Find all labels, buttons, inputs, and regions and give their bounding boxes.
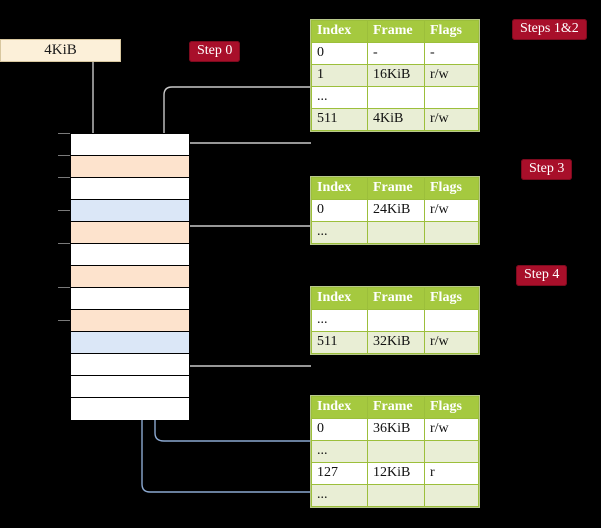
cell-index: 0: [311, 42, 368, 65]
memory-frame-row: [71, 244, 189, 266]
step-badge-step12: Steps 1&2: [512, 19, 587, 40]
cell-frame: 24KiB: [367, 199, 425, 222]
memory-frame-row: [71, 332, 189, 354]
column-header-flags: Flags: [424, 177, 479, 200]
memory-frame-row: [71, 376, 189, 398]
column-header-index: Index: [311, 396, 368, 419]
virtual-address-box: 4KiB: [0, 39, 121, 62]
memory-frame-row: [71, 222, 189, 244]
cell-frame: 16KiB: [367, 64, 425, 87]
memory-tick-mark: [58, 177, 70, 178]
table-row[interactable]: ...: [311, 86, 479, 109]
memory-frame-row: [71, 156, 189, 178]
column-header-flags: Flags: [424, 20, 479, 43]
memory-tick-mark: [58, 287, 70, 288]
cell-frame: [367, 221, 425, 244]
column-header-flags: Flags: [424, 396, 479, 419]
cell-index: ...: [311, 309, 368, 332]
step-badge-step4: Step 4: [516, 265, 568, 286]
table-row[interactable]: ...: [311, 309, 479, 332]
memory-frame-row: [71, 288, 189, 310]
cell-index: ...: [311, 86, 368, 109]
virtual-address-label: 4KiB: [44, 42, 77, 58]
memory-frame-row: [71, 354, 189, 376]
memory-frame-row: [71, 266, 189, 288]
cell-index: 511: [311, 331, 368, 354]
cell-flags: [424, 86, 479, 109]
table-row[interactable]: ...: [311, 221, 479, 244]
cell-flags: [424, 484, 479, 507]
cell-flags: r/w: [424, 418, 479, 441]
cell-index: 127: [311, 462, 368, 485]
table-row[interactable]: 0--: [311, 42, 479, 65]
cell-index: ...: [311, 484, 368, 507]
cell-frame: [367, 309, 425, 332]
memory-frame-row: [71, 398, 189, 420]
cell-frame: -: [367, 42, 425, 65]
column-header-flags: Flags: [424, 287, 479, 310]
cell-flags: [424, 309, 479, 332]
cell-flags: r/w: [424, 331, 479, 354]
cell-index: 0: [311, 199, 368, 222]
cell-index: 1: [311, 64, 368, 87]
cell-flags: r: [424, 462, 479, 485]
cell-frame: 4KiB: [367, 108, 425, 131]
cell-index: 511: [311, 108, 368, 131]
physical-memory-column: [70, 133, 190, 420]
cell-frame: [367, 484, 425, 507]
column-header-frame: Frame: [367, 396, 425, 419]
cell-frame: [367, 86, 425, 109]
cell-flags: r/w: [424, 108, 479, 131]
step-badge-step0: Step 0: [189, 41, 241, 62]
memory-frame-row: [71, 200, 189, 222]
step-badge-step3: Step 3: [521, 159, 573, 180]
memory-frame-row: [71, 310, 189, 332]
table-row[interactable]: ...: [311, 440, 479, 463]
memory-tick-mark: [58, 155, 70, 156]
cell-index: ...: [311, 440, 368, 463]
column-header-index: Index: [311, 287, 368, 310]
column-header-index: Index: [311, 177, 368, 200]
table-row[interactable]: ...: [311, 484, 479, 507]
wire-step3-l2row0-to-memory: [176, 225, 311, 264]
memory-tick-mark: [58, 320, 70, 321]
cell-index: ...: [311, 221, 368, 244]
cell-flags: r/w: [424, 199, 479, 222]
column-header-index: Index: [311, 20, 368, 43]
column-header-frame: Frame: [367, 20, 425, 43]
memory-frame-row: [71, 178, 189, 200]
cell-index: 0: [311, 418, 368, 441]
cell-flags: r/w: [424, 64, 479, 87]
memory-tick-mark: [58, 133, 70, 134]
memory-tick-mark: [58, 210, 70, 211]
column-header-frame: Frame: [367, 287, 425, 310]
memory-frame-row: [71, 134, 189, 156]
wire-step12-l1row511-to-memory: [169, 142, 311, 154]
column-header-frame: Frame: [367, 177, 425, 200]
cell-flags: [424, 440, 479, 463]
wire-step4-l3row511-to-memory: [169, 301, 311, 367]
cell-frame: 32KiB: [367, 331, 425, 354]
memory-tick-mark: [58, 243, 70, 244]
cell-frame: 12KiB: [367, 462, 425, 485]
cell-flags: -: [424, 42, 479, 65]
cell-flags: [424, 221, 479, 244]
cell-frame: 36KiB: [367, 418, 425, 441]
cell-frame: [367, 440, 425, 463]
